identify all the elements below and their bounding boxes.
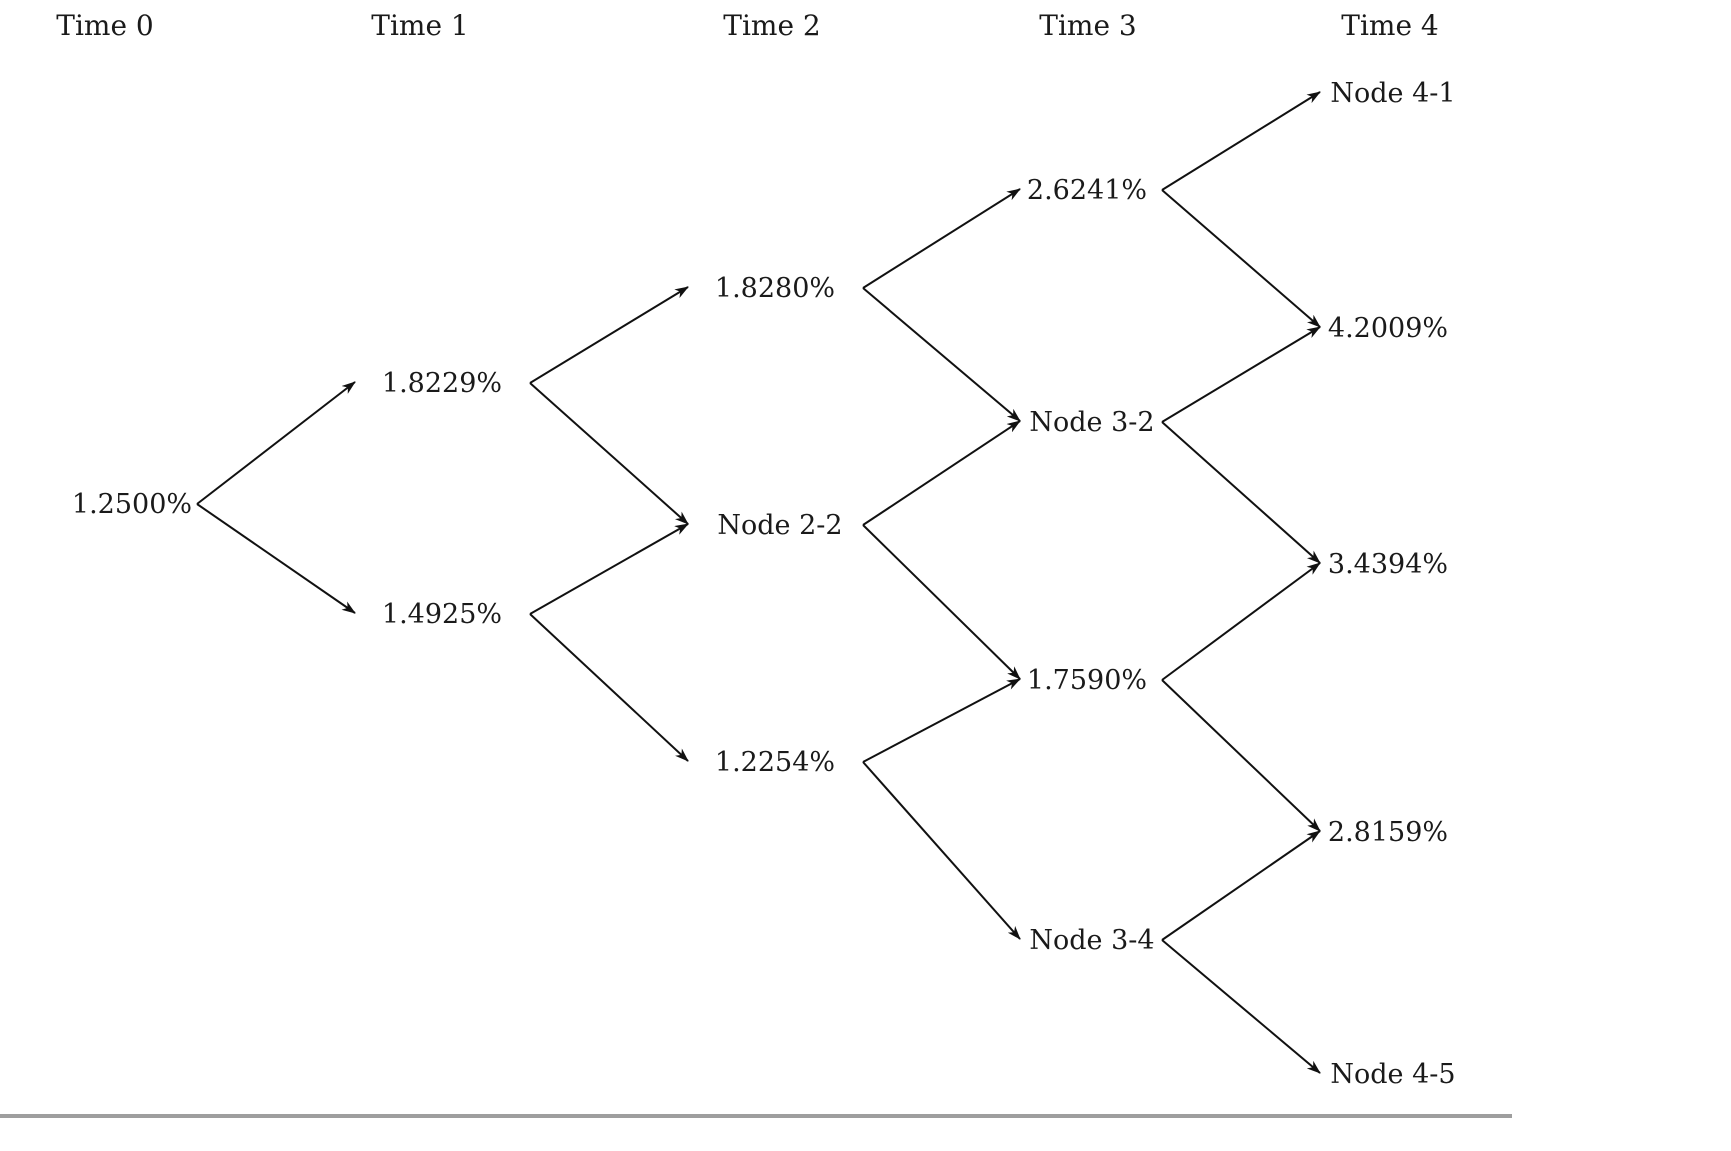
node-n4e: Node 4-5 [1330, 1059, 1455, 1090]
edge-n3a-to-n4b [1161, 189, 1321, 328]
tree-nodes: 1.2500% 1.8229% 1.4925% 1.8280% Node 2-2 1.22… [72, 78, 1456, 1090]
node-n2u: 1.8280% [715, 273, 835, 304]
header-time-0: Time 0 [56, 9, 153, 42]
edge-n1d-to-n2d [529, 613, 689, 762]
edge-n2d-to-n3d [862, 761, 1021, 940]
edge-n3b-to-n4c [1161, 421, 1321, 564]
edge-n3c-to-n4c [1161, 562, 1321, 681]
edge-n0-to-n1d [196, 503, 356, 614]
edge-n2d-to-n3c [862, 678, 1021, 763]
node-n2d: 1.2254% [715, 747, 835, 778]
header-time-2: Time 2 [723, 9, 820, 42]
node-n3b: Node 3-2 [1029, 407, 1154, 438]
node-n0: 1.2500% [72, 489, 192, 520]
edge-n0-to-n1u [196, 381, 356, 505]
node-n4a: Node 4-1 [1330, 78, 1455, 109]
node-n3a: 2.6241% [1027, 175, 1147, 206]
edge-n2m-to-n3c [862, 524, 1021, 680]
node-n2m: Node 2-2 [717, 510, 842, 541]
header-time-3: Time 3 [1039, 9, 1136, 42]
node-n3c: 1.7590% [1027, 665, 1147, 696]
edge-n1d-to-n2m [529, 523, 689, 615]
node-n3d: Node 3-4 [1029, 925, 1154, 956]
edge-n2m-to-n3b [862, 420, 1021, 526]
node-n1d: 1.4925% [382, 599, 502, 630]
edge-n2u-to-n3b [862, 287, 1021, 422]
edge-n1u-to-n2m [529, 382, 689, 525]
header-time-1: Time 1 [371, 9, 468, 42]
node-n1u: 1.8229% [382, 368, 502, 399]
edge-n3c-to-n4d [1161, 679, 1321, 832]
edge-n3a-to-n4a [1161, 91, 1321, 191]
time-headers: Time 0 Time 1 Time 2 Time 3 Time 4 [56, 9, 1438, 42]
tree-edges [196, 91, 1321, 1074]
edge-n3d-to-n4d [1161, 830, 1321, 941]
node-n4b: 4.2009% [1328, 313, 1448, 344]
node-n4d: 2.8159% [1328, 817, 1448, 848]
header-time-4: Time 4 [1341, 9, 1438, 42]
edge-n3d-to-n4e [1161, 939, 1321, 1074]
node-n4c: 3.4394% [1328, 549, 1448, 580]
edge-n1u-to-n2u [529, 286, 689, 384]
edge-n3b-to-n4b [1161, 326, 1321, 423]
edge-n2u-to-n3a [862, 188, 1021, 289]
